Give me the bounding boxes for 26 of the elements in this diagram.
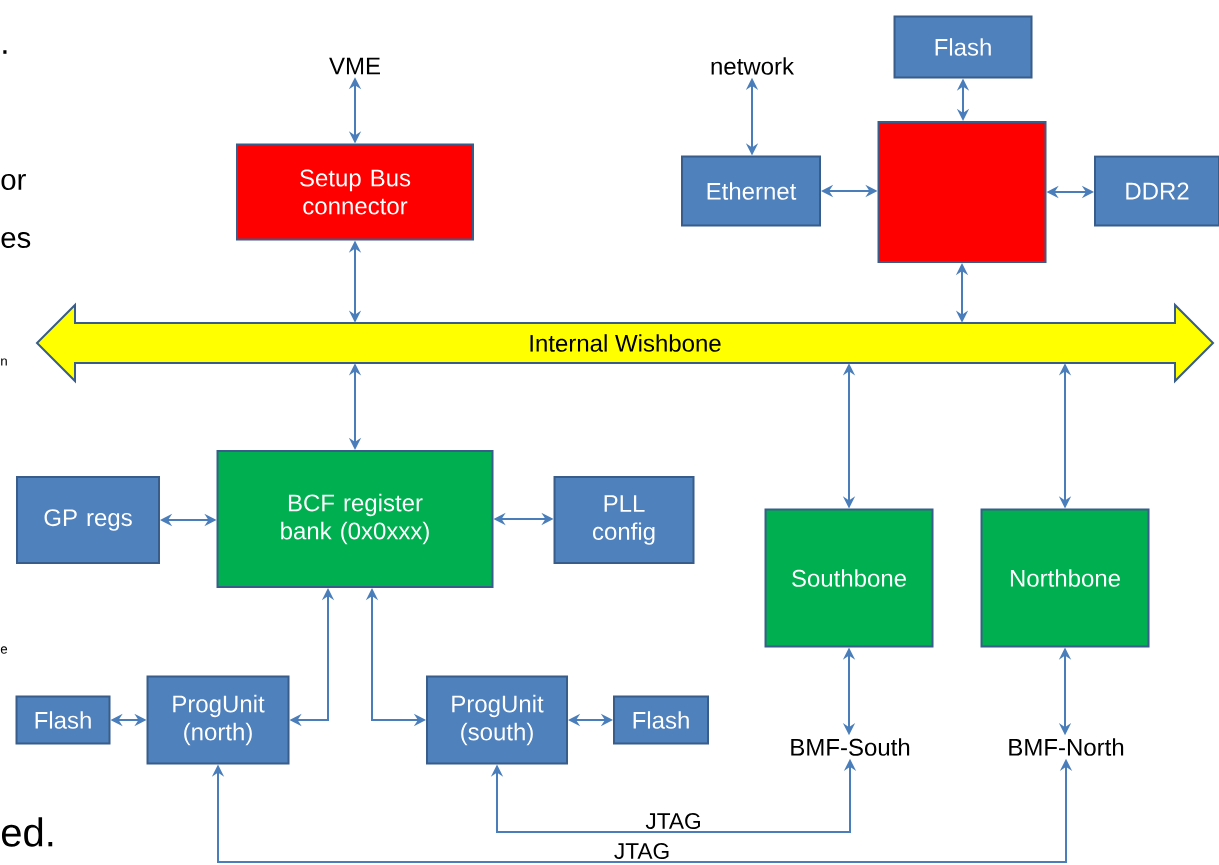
port-label: BMF-North: [1009, 738, 1124, 756]
component-box: Ethernet: [681, 155, 821, 227]
text-fragment: e: [0, 646, 8, 654]
component-box: Flash: [15, 695, 111, 745]
module-box: Northbone: [980, 508, 1150, 648]
text-fragment: or: [1, 173, 26, 191]
edge-label: JTAG: [612, 841, 672, 861]
text-fragment: .: [3, 50, 7, 54]
text-fragment: ed.: [1, 817, 53, 847]
empty-box: [877, 121, 1047, 263]
port-label: network: [711, 57, 795, 75]
component-box: PLL config: [553, 476, 695, 564]
component-box: Flash: [893, 15, 1033, 79]
core-box: Setup Bus connector: [236, 143, 474, 241]
text-fragment: n: [1, 358, 7, 366]
component-box: DDR2: [1094, 155, 1219, 227]
text-fragment: es: [1, 231, 31, 249]
edge-label: JTAG: [644, 811, 703, 831]
component-box: ProgUnit (south): [426, 675, 568, 765]
module-box: Southbone: [764, 508, 934, 648]
component-box: ProgUnit (north): [146, 675, 290, 765]
port-label: VME: [329, 57, 380, 75]
component-box: Flash: [613, 695, 709, 745]
component-box: GP regs: [16, 476, 160, 564]
module-box: BCF register bank (0x0xxx): [216, 450, 494, 588]
port-label: BMF-South: [791, 738, 910, 756]
